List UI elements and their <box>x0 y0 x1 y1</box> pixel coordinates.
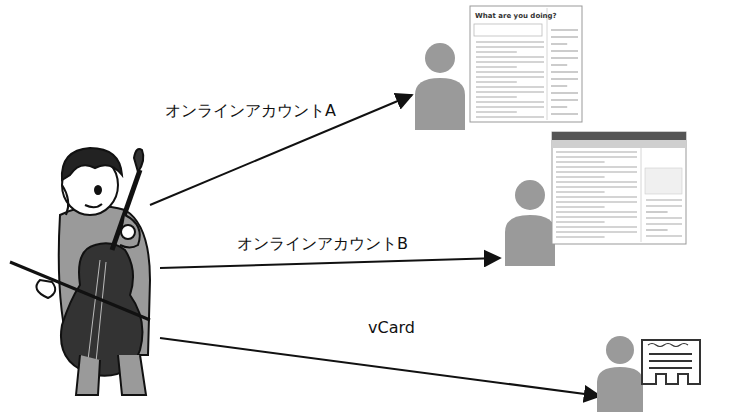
text-line <box>556 216 637 217</box>
text-line <box>556 151 637 152</box>
text-line <box>551 71 578 72</box>
person-icon <box>505 180 555 266</box>
arrow <box>150 95 412 205</box>
text-line <box>556 226 637 227</box>
text-line <box>556 191 605 192</box>
text-line <box>476 41 544 42</box>
text-line <box>476 56 544 57</box>
person-icon <box>415 43 465 130</box>
text-line <box>556 156 637 157</box>
text-line <box>551 113 578 114</box>
text-line <box>476 66 517 67</box>
text-line <box>476 71 544 72</box>
text-line <box>556 236 605 237</box>
arrow <box>160 338 600 396</box>
text-line <box>476 81 517 82</box>
text-line <box>551 106 567 107</box>
text-line <box>556 201 637 202</box>
text-line <box>551 50 578 51</box>
text-line <box>476 51 517 52</box>
text-line <box>476 46 544 47</box>
text-line <box>476 61 544 62</box>
text-line <box>646 229 668 230</box>
text-line <box>476 111 517 112</box>
text-line <box>646 223 682 224</box>
text-line <box>556 221 605 222</box>
arrow <box>160 258 500 268</box>
text-line <box>476 86 544 87</box>
text-line <box>551 57 578 58</box>
text-line <box>556 166 637 167</box>
text-line <box>556 181 637 182</box>
text-line <box>556 171 637 172</box>
text-line <box>556 231 637 232</box>
text-line <box>476 96 517 97</box>
text-line <box>646 205 682 206</box>
text-line <box>556 176 605 177</box>
text-line <box>646 217 682 218</box>
text-line <box>551 92 578 93</box>
text-line <box>556 186 637 187</box>
text-line <box>556 161 605 162</box>
text-line <box>556 206 605 207</box>
text-line <box>551 78 578 79</box>
text-line <box>476 91 544 92</box>
text-line <box>551 99 578 100</box>
text-line <box>551 36 578 37</box>
text-line <box>646 235 682 236</box>
arrow-label: オンラインアカウントB <box>237 234 408 253</box>
text-line <box>476 76 544 77</box>
text-line <box>551 29 578 30</box>
cellist-illustration <box>10 148 150 395</box>
text-line <box>556 211 637 212</box>
text-line <box>551 43 567 44</box>
text-line <box>551 85 567 86</box>
arrow-label: vCard <box>368 318 415 337</box>
vcard-icon <box>642 340 700 384</box>
text-line <box>476 106 544 107</box>
screenshot <box>470 6 582 122</box>
arrow-label: オンラインアカウントA <box>165 101 336 120</box>
text-line <box>476 101 544 102</box>
screenshot <box>552 132 686 244</box>
text-line <box>476 116 544 117</box>
text-line <box>551 64 567 65</box>
screen-text: What are you doing? <box>475 12 557 20</box>
text-line <box>646 211 668 212</box>
person-icon <box>597 336 643 412</box>
text-line <box>556 196 637 197</box>
text-line <box>646 199 682 200</box>
